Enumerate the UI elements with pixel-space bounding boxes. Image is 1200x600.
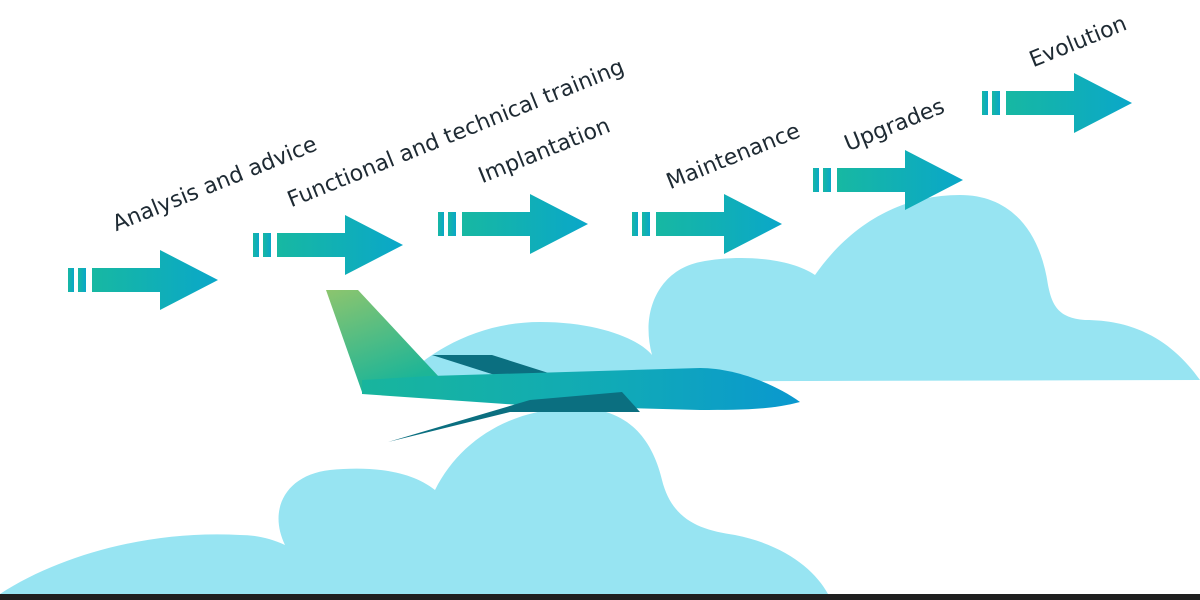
stage-arrow-upgrades: [813, 150, 963, 210]
stage-arrow-analysis: [68, 250, 218, 310]
cloud-left: [0, 407, 828, 594]
airplane: [326, 290, 800, 442]
airplane-front-wing: [388, 392, 640, 442]
stage-arrow-implantation: [438, 194, 588, 254]
stage-arrow-maintenance: [632, 194, 782, 254]
stage-arrow-evolution: [982, 73, 1132, 133]
bottom-bar: [0, 594, 1200, 600]
airplane-tail-fin: [326, 290, 440, 392]
stage-arrow-training: [253, 215, 403, 275]
airplane-fuselage: [362, 368, 800, 410]
cloud-right: [400, 195, 1200, 382]
